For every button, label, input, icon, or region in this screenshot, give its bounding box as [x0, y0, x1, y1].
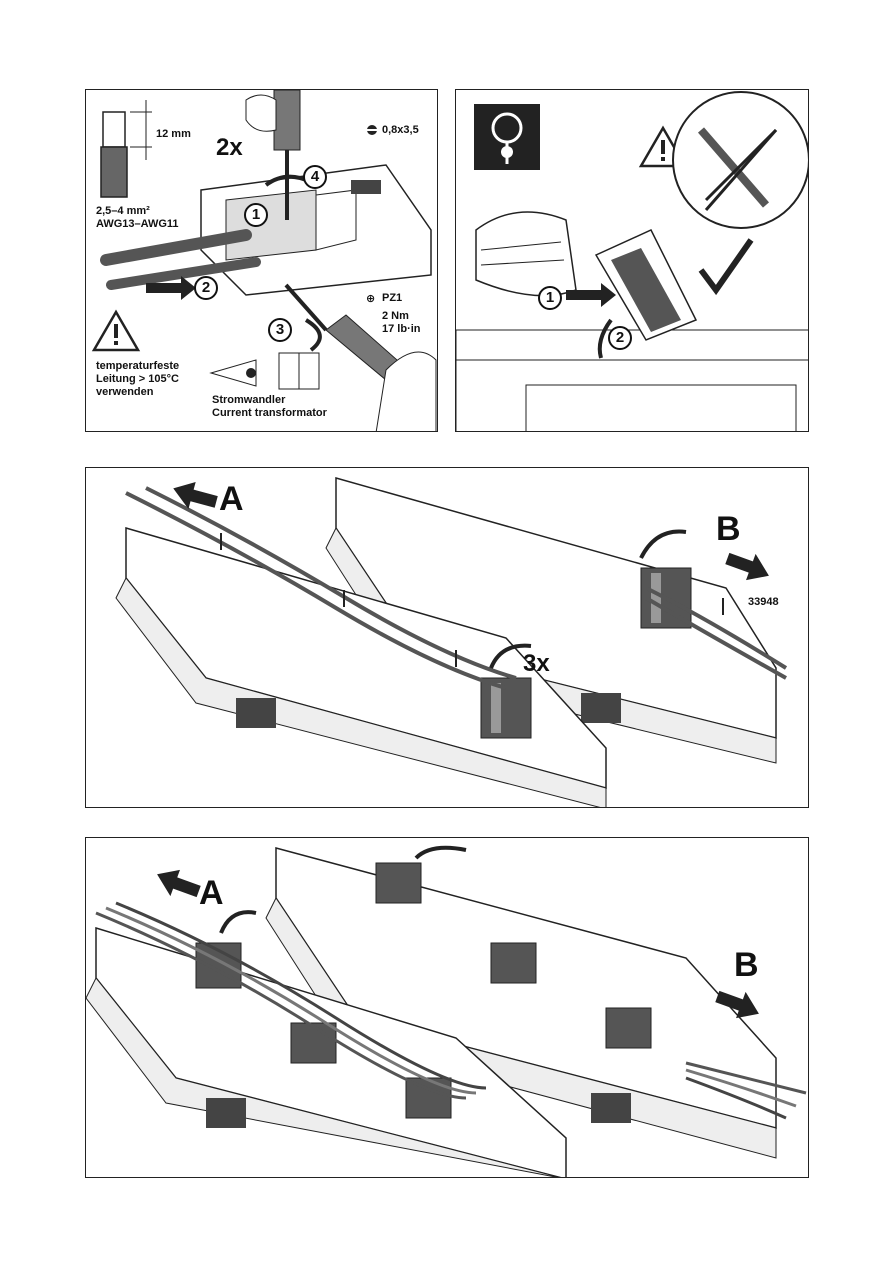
direction-label-a: A	[219, 480, 244, 518]
direction-label-b: B	[734, 946, 759, 984]
step-1-marker: 1	[244, 203, 268, 227]
warning-line-1: temperaturfeste	[96, 360, 180, 372]
panel-wire-routing-3x: A B 3x 33948	[85, 467, 809, 808]
wire-size-mm: 2,5–4 mm²	[96, 205, 150, 217]
panel3-illustration	[115, 477, 788, 807]
step-4-marker: 4	[303, 165, 327, 189]
direction-label-a: A	[199, 874, 224, 912]
part-number: 33948	[748, 596, 779, 608]
reference-line-1: Stromwandler	[212, 394, 286, 406]
reference-line-2: Current transformator	[212, 407, 327, 419]
step-2-marker: 2	[608, 326, 632, 350]
panel-wire-connection: ⊕ 2x 12 mm 0,8x3,5 2,5–4 mm² AWG13–AWG11…	[85, 89, 438, 432]
warning-line-2: Leitung > 105°C	[96, 373, 179, 385]
pozidriv-size: PZ1	[382, 292, 403, 304]
step-1-marker: 1	[538, 286, 562, 310]
panel4-illustration	[86, 845, 807, 1177]
step-2-marker: 2	[194, 276, 218, 300]
wire-size-awg: AWG13–AWG11	[96, 218, 179, 230]
step-3-marker: 3	[268, 318, 292, 342]
torque-nm: 2 Nm	[382, 310, 409, 322]
warning-line-3: verwenden	[96, 386, 154, 398]
panel2-illustration	[456, 91, 808, 431]
panel-wire-routing-bundle: A B	[85, 837, 809, 1178]
direction-label-b: B	[716, 510, 741, 548]
svg-text:⊕: ⊕	[366, 292, 375, 305]
slot-screwdriver-size: 0,8x3,5	[382, 124, 419, 136]
torque-lbin: 17 lb·in	[382, 323, 421, 335]
multiplier-3x: 3x	[523, 650, 550, 677]
strip-length: 12 mm	[156, 128, 191, 140]
panel-cable-tie: 1 2	[455, 89, 809, 432]
multiplier-2x: 2x	[216, 134, 243, 161]
